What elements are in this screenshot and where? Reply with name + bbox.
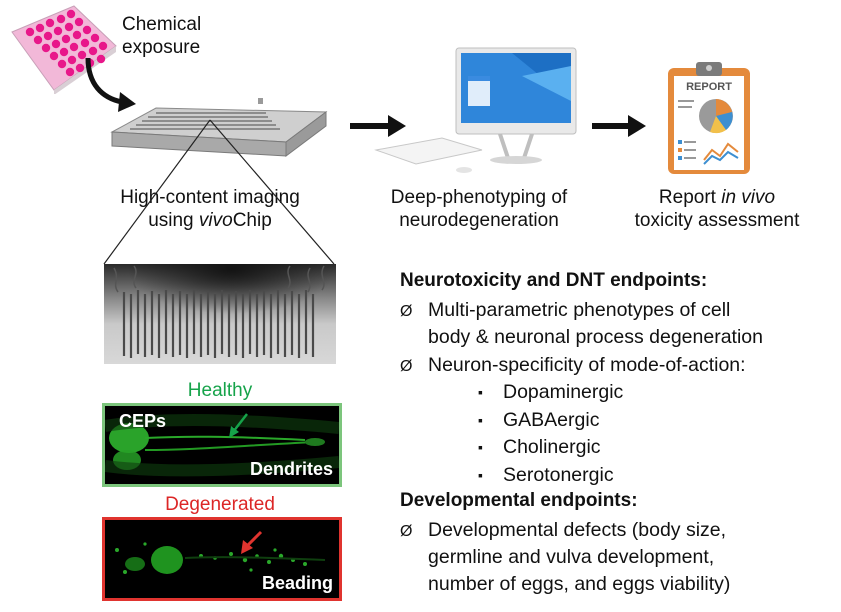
dev-item-line1: Developmental defects (body size,: [428, 519, 727, 541]
imaging-caption-line2: using vivoChip: [148, 210, 272, 231]
arrow-right-icon: [350, 115, 406, 137]
bullet-item: Ø: [400, 303, 413, 320]
degenerated-micrograph: Beading: [102, 517, 342, 601]
bullet-item: Ø: [400, 523, 413, 540]
chemical-exposure-line1: Chemical: [122, 14, 202, 35]
arrow-indicator-icon: [241, 530, 263, 554]
arrow-indicator-icon: [229, 413, 248, 438]
healthy-title: Healthy: [187, 380, 253, 401]
well-plate-icon: [11, 5, 117, 94]
neuro-item2: Neuron-specificity of mode-of-action:: [428, 354, 746, 376]
sub-bullet-symbol: ▪: [478, 467, 483, 483]
arrow-right-icon: [592, 115, 646, 137]
neuro-item1-line2: body & neuronal process degeneration: [428, 326, 763, 348]
developmental-heading: Developmental endpoints:: [400, 490, 638, 511]
sub-item-gabaergic: GABAergic: [503, 409, 600, 431]
sub-bullet-symbol: ▪: [478, 384, 483, 400]
computer-icon: [374, 47, 577, 173]
healthy-micrograph: CEPs Dendrites: [102, 403, 342, 487]
sub-bullet-symbol: ▪: [478, 412, 483, 428]
sub-item-dopaminergic: Dopaminergic: [503, 381, 624, 403]
neurotoxicity-heading: Neurotoxicity and DNT endpoints:: [400, 270, 708, 291]
bullet-item: Ø: [400, 358, 413, 375]
imaging-caption-line1: High-content imaging: [120, 187, 300, 208]
dev-item-line3: number of eggs, and eggs viability): [428, 573, 731, 595]
vivochip-micrograph: [104, 264, 336, 364]
report-icon-text: REPORT: [686, 81, 732, 93]
dev-item-line2: germline and vulva development,: [428, 546, 715, 568]
report-caption-line1: Report in vivo: [658, 187, 776, 208]
degenerated-title: Degenerated: [165, 494, 275, 515]
sub-item-serotonergic: Serotonergic: [503, 464, 614, 486]
deep-phenotyping-line2: neurodegeneration: [399, 210, 559, 231]
deep-phenotyping-line1: Deep-phenotyping of: [390, 187, 568, 208]
dendrites-label: Dendrites: [249, 459, 333, 479]
sub-bullet-symbol: ▪: [478, 439, 483, 455]
neuro-item1-line1: Multi-parametric phenotypes of cell: [428, 299, 731, 321]
curved-arrow-icon: [85, 57, 136, 112]
chemical-exposure-line2: exposure: [122, 37, 201, 58]
report-caption-line2: toxicity assessment: [634, 210, 800, 231]
beading-label: Beading: [261, 573, 333, 593]
sub-item-cholinergic: Cholinergic: [503, 436, 601, 458]
report-clipboard-icon: REPORT: [668, 62, 750, 174]
ceps-label: CEPs: [119, 411, 167, 431]
